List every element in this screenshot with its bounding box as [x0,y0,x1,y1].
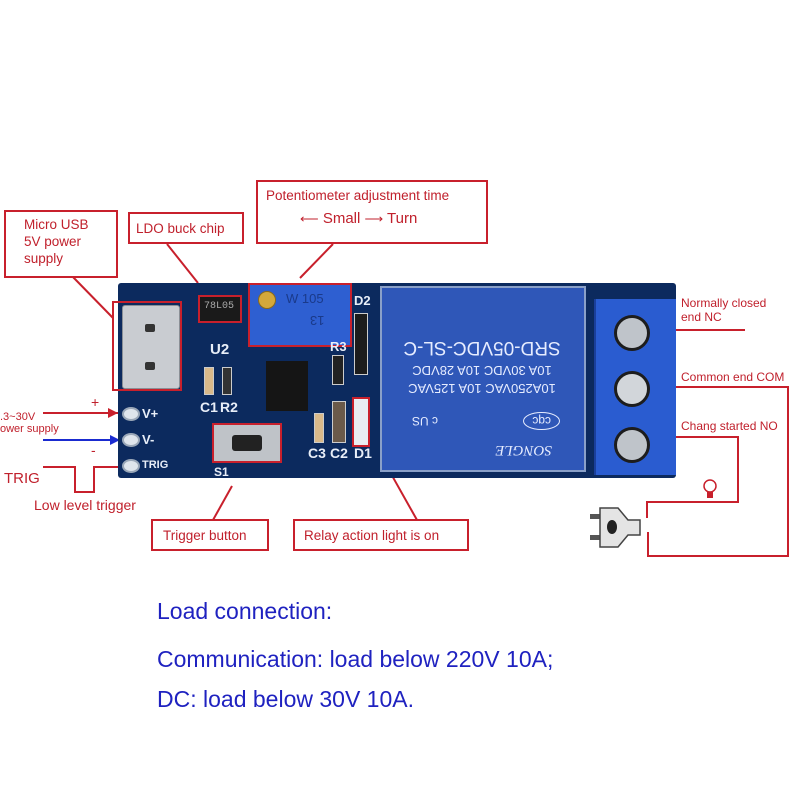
trigger-push-button[interactable] [212,423,282,463]
power-voltage: .3~30V [0,411,36,423]
ldo-regulator-chip: 78L05 [198,295,242,323]
cqc-cert-icon: cqc [523,412,560,430]
resistor-r2 [222,367,232,395]
relay-light-label: Relay action light is on [304,528,440,543]
load-ac-spec: Communication: load below 220V 10A; [157,646,554,672]
pot-title: Potentiometer adjustment time [266,188,450,203]
callout-trigger-button: Trigger button [151,519,269,551]
low-level-trigger-label: Low level trigger [34,497,136,513]
pin-label-v-plus: V+ [142,406,159,421]
silk-s1: S1 [214,465,229,479]
plug-icon [590,507,641,548]
usb-highlight [112,301,182,391]
silk-c2: C2 [330,445,348,461]
micro-usb-line-3: supply [24,251,64,266]
no-label: Chang started NO [681,419,778,433]
minus-arrow-icon [110,435,120,445]
no-lead [642,436,739,518]
silk-r2: R2 [220,399,238,415]
capacitor-c1 [204,367,214,395]
silk-c1: C1 [200,399,218,415]
power-supply-label: .3~30V ower supply [0,411,59,435]
com-label: Common end COM [681,370,785,384]
pot-small: Small [322,210,361,227]
com-lead [640,386,789,557]
left-arrow-icon: ⟵ [300,211,319,226]
pot-leader-line [299,243,334,279]
silk-d2: D2 [354,293,371,308]
relay-led-d1 [352,397,370,447]
callout-micro-usb: Micro USB 5V power supply [4,210,118,278]
pin-v-minus[interactable] [122,433,140,447]
pot-turn: Turn [387,210,418,227]
callout-ldo: LDO buck chip [128,212,244,244]
callout-potentiometer: Potentiometer adjustment time ⟵ Small ⟶ … [256,180,488,244]
callout-relay-light: Relay action light is on [293,519,469,551]
nc-label-line-2: end NC [681,310,722,324]
minus-sign: - [91,442,96,458]
trigger-button-label: Trigger button [163,528,247,543]
low-level-pulse [43,466,127,493]
pot-screw-icon[interactable] [258,291,276,309]
relay-model: SRD-05VDC-SL-C [403,337,561,358]
relay-brand: SONGLE [495,442,552,458]
pot-marking-2: 13 [310,313,325,328]
capacitor-c2 [332,401,346,443]
ldo-label: LDO buck chip [136,221,225,236]
plus-sign: + [91,394,100,410]
silk-u2: U2 [210,341,230,358]
silk-d1: D1 [354,445,372,461]
pin-trig[interactable] [122,459,140,473]
pot-marking: W 105 [286,291,324,306]
relay-rating-1: 10A 30VDC 10A 28VDC [412,363,552,378]
relay: SRD-05VDC-SL-C 10A 30VDC 10A 28VDC 10A25… [380,286,586,472]
load-dc-spec: DC: load below 30V 10A. [157,686,414,712]
usb-leader-line [71,275,114,319]
resistor-r3 [332,355,344,385]
silk-c3: C3 [308,445,326,461]
load-heading: Load connection: [157,598,333,624]
power-label: ower supply [0,423,59,435]
ul-cert-icon: c US [412,414,439,428]
regulator-marking: 78L05 [204,301,235,312]
timer-ic [266,361,308,411]
micro-usb-line-2: 5V power [24,234,82,249]
pin-v-plus[interactable] [122,407,140,421]
terminal-screw-com[interactable] [614,371,650,407]
nc-label-line-1: Normally closed [681,296,767,310]
pin-label-v-minus: V- [142,432,155,447]
right-arrow-icon: ⟶ [364,211,384,226]
screw-terminal [594,299,676,475]
capacitor-c3 [314,413,324,443]
potentiometer[interactable]: W 105 13 [248,283,352,347]
relay-module-board: 78L05 U2 W 105 13 C1 R2 D2 R3 C3 C2 D1 S… [112,283,676,479]
bulb-icon [703,479,717,498]
nc-label: Normally closed end NC [681,296,766,324]
diode-d2 [354,313,368,375]
micro-usb-port [122,305,180,389]
plus-arrow-icon [108,408,118,418]
terminal-screw-nc[interactable] [614,315,650,351]
trigger-leader-line [212,485,233,521]
trig-label: TRIG [4,470,40,487]
terminal-screw-no[interactable] [614,427,650,463]
micro-usb-line-1: Micro USB [24,217,89,232]
silk-r3: R3 [330,339,347,354]
ldo-leader-line [166,243,199,284]
pin-label-trig: TRIG [142,459,169,471]
relay-rating-2: 10A250VAC 10A 125VAC [408,381,556,396]
